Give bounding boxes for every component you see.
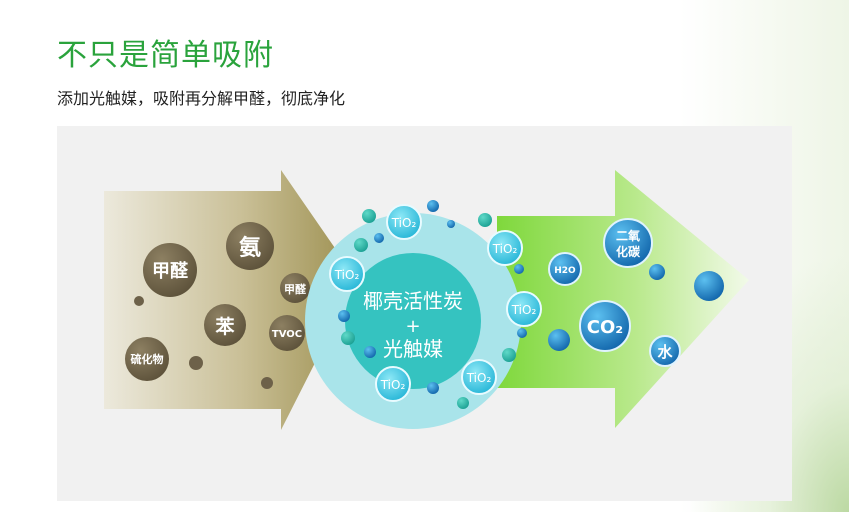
tio2-label: TiO₂	[380, 378, 406, 392]
product-co2-line1: 二氧	[616, 228, 640, 243]
ring-dot	[478, 213, 492, 227]
purification-diagram: 甲醛 氨 甲醛 苯 TVOC 硫化物 椰壳活性炭 + 光触媒	[104, 170, 749, 430]
ring-dot	[517, 328, 527, 338]
ring-dot	[427, 200, 439, 212]
output-arrow	[497, 170, 749, 428]
page-title: 不只是简单吸附	[57, 38, 274, 73]
product-h2o-label: H2O	[554, 266, 576, 276]
ring-dot	[502, 348, 516, 362]
tio2-bubble: TiO₂	[487, 230, 523, 266]
page-subtitle: 添加光触媒，吸附再分解甲醛，彻底净化	[57, 89, 346, 108]
ring-dot	[364, 346, 376, 358]
tio2-label: TiO₂	[511, 303, 537, 317]
tio2-bubble: TiO₂	[386, 204, 422, 240]
pollutant-tvoc-ball: TVOC	[269, 315, 305, 351]
product-water-ball: 水	[649, 335, 681, 367]
ring-dot	[427, 382, 439, 394]
tio2-bubble: TiO₂	[461, 359, 497, 395]
product-water-label: 水	[657, 343, 673, 361]
product-h2o-ball: H2O	[548, 252, 582, 286]
ring-dot	[514, 264, 524, 274]
tio2-label: TiO₂	[492, 242, 518, 256]
ring-dot	[457, 397, 469, 409]
pollutant-dot	[134, 296, 144, 306]
ring-dot	[447, 220, 455, 228]
ring-dot	[374, 233, 384, 243]
pollutant-formaldehyde-label: 甲醛	[152, 260, 189, 282]
ring-dot	[341, 331, 355, 345]
pollutant-tvoc-label: TVOC	[272, 329, 302, 340]
ring-dot	[338, 310, 350, 322]
pollutant-ammonia-ball: 氨	[226, 222, 274, 270]
diagram-panel: 甲醛 氨 甲醛 苯 TVOC 硫化物 椰壳活性炭 + 光触媒	[57, 126, 792, 501]
tio2-label: TiO₂	[334, 268, 360, 282]
product-co2-formula: CO₂	[587, 317, 623, 338]
pollutant-sulfide-ball: 硫化物	[125, 337, 169, 381]
tio2-bubble: TiO₂	[506, 291, 542, 327]
center-material-label: 椰壳活性炭	[363, 289, 463, 313]
tio2-label: TiO₂	[466, 371, 492, 385]
product-dot	[694, 271, 724, 301]
ring-dot	[354, 238, 368, 252]
pollutant-dot	[261, 377, 273, 389]
product-dot	[649, 264, 665, 280]
pollutant-dot	[189, 356, 203, 370]
product-co2-text-ball: 二氧 化碳	[603, 218, 653, 268]
ring-dot	[362, 209, 376, 223]
pollutant-formaldehyde-small-ball: 甲醛	[280, 273, 310, 303]
pollutant-formaldehyde-small-label: 甲醛	[284, 282, 307, 296]
product-co2-ball: CO₂	[579, 300, 631, 352]
tio2-bubble: TiO₂	[375, 366, 411, 402]
tio2-bubble: TiO₂	[329, 256, 365, 292]
pollutant-formaldehyde-ball: 甲醛	[143, 243, 197, 297]
tio2-label: TiO₂	[391, 216, 417, 230]
center-plus-label: +	[405, 316, 420, 337]
center-photocatalyst-label: 光触媒	[383, 337, 443, 361]
center-core	[345, 253, 481, 389]
pollutant-benzene-label: 苯	[214, 315, 234, 338]
product-dot	[548, 329, 570, 351]
pollutant-ammonia-label: 氨	[239, 235, 261, 261]
product-co2-line2: 化碳	[616, 244, 641, 259]
pollutant-sulfide-label: 硫化物	[131, 352, 164, 366]
pollutant-benzene-ball: 苯	[204, 304, 246, 346]
